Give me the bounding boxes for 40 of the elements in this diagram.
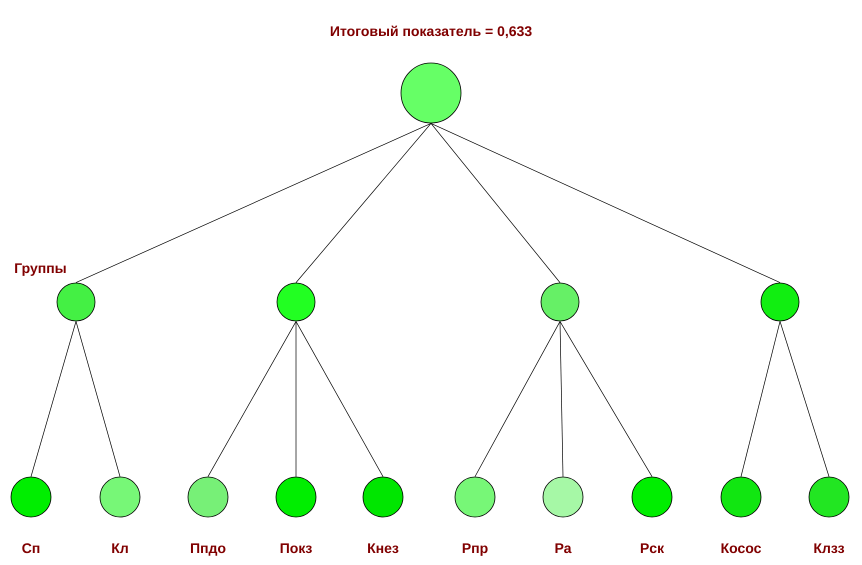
connector-line	[780, 321, 830, 477]
tree-node: Косос	[720, 476, 762, 554]
tree-node: Сп	[10, 476, 52, 554]
tree-node: Кнез	[362, 476, 404, 554]
node-label: Клзз	[814, 543, 844, 554]
node-label: Итоговый показатель = 0,633	[330, 26, 532, 38]
tree-node-circle	[760, 282, 800, 322]
connector-line	[208, 321, 296, 477]
connector-line	[560, 321, 652, 477]
connector-line	[30, 321, 76, 477]
connector-line	[560, 321, 564, 477]
tree-node: Покз	[276, 476, 316, 554]
connector-line	[296, 321, 384, 477]
connector-line	[296, 123, 432, 283]
connector-line	[76, 123, 432, 283]
connector-line	[740, 321, 780, 477]
node-label: Кл	[112, 543, 128, 554]
connector-line	[430, 123, 780, 283]
node-label: Рск	[640, 543, 664, 554]
tree-node-circle	[56, 282, 96, 322]
connector-line	[430, 123, 560, 283]
tree-node-circle	[540, 282, 580, 322]
node-label: Ппдо	[190, 543, 226, 556]
connector-line	[76, 321, 120, 477]
node-label: Косос	[722, 543, 762, 554]
tree-node: Кл	[100, 476, 140, 554]
node-label: Рпр	[462, 543, 488, 556]
tree-node-circle	[276, 282, 316, 322]
tree-node: Рпр	[454, 476, 496, 556]
tree-node: Итоговый показатель = 0,633	[330, 26, 532, 124]
tree-node: Клзз	[808, 476, 850, 554]
node-label: Кнез	[368, 543, 398, 554]
node-label: Ра	[555, 543, 572, 554]
connector-line	[474, 321, 560, 477]
tree-node: Рск	[632, 476, 672, 554]
level-label: Группы	[15, 263, 66, 276]
node-label: Сп	[22, 543, 40, 554]
node-label: Покз	[280, 543, 312, 554]
tree-node: Ра	[542, 476, 584, 554]
tree-node: Ппдо	[188, 476, 228, 556]
